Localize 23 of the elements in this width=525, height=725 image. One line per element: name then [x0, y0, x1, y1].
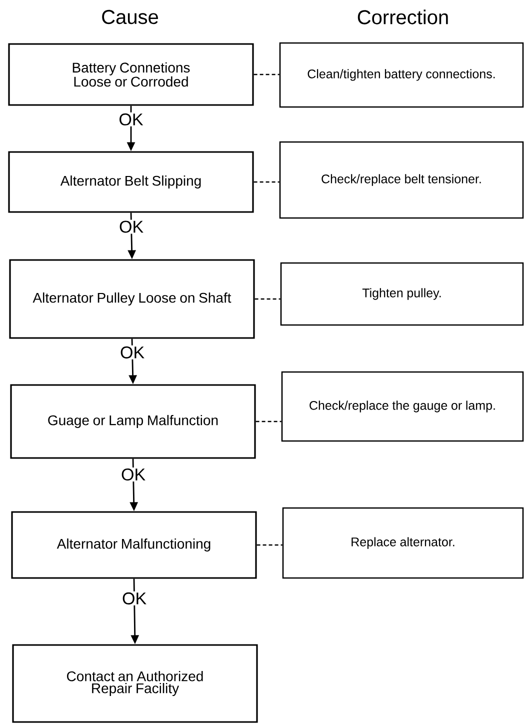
cause-box: Guage or Lamp Malfunction: [10, 384, 256, 459]
edge-label: OK: [121, 591, 148, 606]
correction-box: Check/replace belt tensioner.: [279, 141, 524, 219]
correction-box: Check/replace the gauge or lamp.: [281, 371, 524, 442]
column-heading: Correction: [358, 10, 448, 24]
edge-label: OK: [120, 468, 147, 482]
dashed-connector: [254, 74, 280, 76]
edge-label: OK: [118, 220, 145, 234]
dashed-connector: [254, 181, 280, 183]
correction-box: Clean/tighten battery connections.: [279, 42, 524, 108]
cause-box: Alternator Pulley Loose on Shaft: [9, 259, 255, 339]
cause-box: Contact an Authorized Repair Facility: [12, 644, 258, 723]
dashed-connector: [254, 298, 280, 300]
cause-box: Alternator Malfunctioning: [11, 511, 257, 579]
edge-label: OK: [119, 345, 146, 360]
correction-box: Replace alternator.: [282, 507, 524, 579]
column-heading: Cause: [102, 10, 158, 24]
cause-box: Battery Connetions Loose or Corroded: [8, 43, 254, 106]
cause-box: Alternator Belt Slipping: [8, 151, 254, 213]
dashed-connector: [256, 420, 282, 422]
correction-box: Tighten pulley.: [280, 262, 524, 326]
dashed-connector: [256, 544, 282, 546]
edge-label: OK: [118, 112, 144, 126]
